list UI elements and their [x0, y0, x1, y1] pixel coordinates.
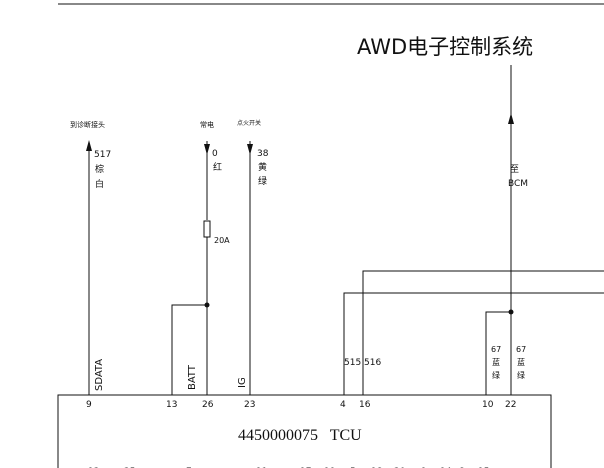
wire-517-color2: 白	[95, 178, 104, 190]
label-bcm-to: 至	[510, 164, 519, 175]
signal-batt: BATT	[187, 364, 198, 390]
pin-number: 4	[340, 400, 346, 410]
pin-number: 16	[359, 400, 371, 410]
module-label: 4450000075 TCU	[238, 427, 362, 444]
arrow-up-icon	[86, 140, 92, 151]
pin-number: 10	[482, 400, 494, 410]
label-diag-connector: 到诊断接头	[70, 120, 105, 129]
pin-number: 23	[244, 400, 255, 410]
wire-517-number: 517	[94, 150, 111, 160]
wire-67b-color2: 绿	[517, 371, 525, 380]
diagram-title: AWD电子控制系统	[357, 35, 533, 59]
label-ignition-switch: 点火开关	[237, 119, 261, 127]
signal-ig: IG	[237, 377, 248, 388]
pin-number: 9	[86, 400, 92, 410]
wire-517-color1: 棕	[95, 163, 104, 175]
arrow-up-icon	[508, 113, 514, 124]
pin-number: 22	[505, 400, 516, 410]
pin-number: 13	[166, 400, 177, 410]
signal-sdata: SDATA	[94, 359, 105, 391]
wire-516-number: 516	[364, 358, 381, 368]
wire-516	[362, 270, 604, 395]
tcu-module-box	[57, 394, 552, 468]
wire-67a-number: 67	[491, 345, 501, 354]
wire-67b-number: 67	[516, 345, 526, 354]
fuse-icon	[203, 220, 211, 238]
arrow-down-icon	[247, 144, 253, 155]
wire-38-number: 38	[257, 149, 269, 159]
wire-38-color2: 绿	[258, 175, 267, 187]
wire-515	[343, 292, 604, 395]
wire-515-number: 515	[344, 358, 361, 368]
label-constant-power: 常电	[200, 120, 214, 129]
wire-batt-branch	[171, 304, 207, 395]
arrow-down-icon	[204, 144, 210, 155]
wire-67b-color1: 蓝	[517, 357, 525, 367]
wire-38-color1: 黄	[258, 161, 267, 173]
fuse-rating: 20A	[214, 236, 230, 245]
wire-0-number: 0	[212, 149, 218, 159]
wire-67a-color2: 绿	[492, 371, 500, 380]
wire-67a-color1: 蓝	[492, 357, 500, 367]
label-bcm: BCM	[508, 179, 528, 189]
wire-67-branch	[485, 311, 511, 395]
pin-number: 26	[202, 400, 214, 410]
wire-0-color: 红	[213, 161, 222, 173]
